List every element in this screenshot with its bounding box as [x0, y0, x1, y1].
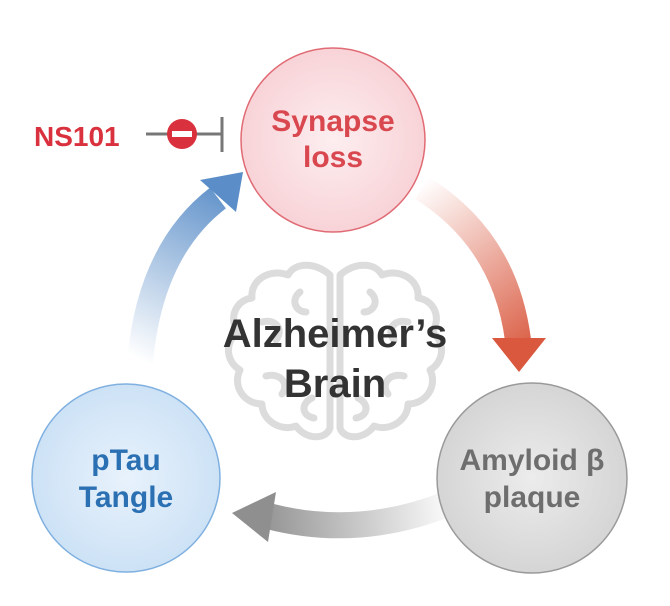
node-synapse-label-line2: loss — [303, 141, 363, 174]
node-synapse-label-line1: Synapse — [271, 105, 394, 138]
arrow-ptau-to-synapse — [127, 172, 243, 364]
node-ptau-tangle: pTau Tangle — [31, 383, 221, 573]
inhibitor-label: NS101 — [34, 121, 120, 152]
center-label: Alzheimer’s Brain — [223, 312, 448, 406]
inhibitor-ns101: NS101 — [34, 117, 224, 152]
arrow-amyloid-to-ptau — [232, 489, 457, 542]
node-amyloid-label-line2: plaque — [484, 481, 581, 514]
brain-outline-icon — [225, 261, 445, 441]
node-ptau-label-line1: pTau — [91, 444, 160, 477]
arrow-synapse-to-amyloid — [414, 176, 546, 372]
node-synapse-loss: Synapse loss — [240, 47, 426, 233]
minus-circle-icon — [167, 119, 197, 149]
node-ptau-label-line2: Tangle — [79, 481, 173, 514]
node-amyloid-label-line1: Amyloid β — [460, 444, 605, 477]
node-amyloid-plaque: Amyloid β plaque — [436, 382, 628, 574]
center-label-line2: Brain — [284, 362, 386, 406]
center-label-line1: Alzheimer’s — [223, 312, 448, 356]
